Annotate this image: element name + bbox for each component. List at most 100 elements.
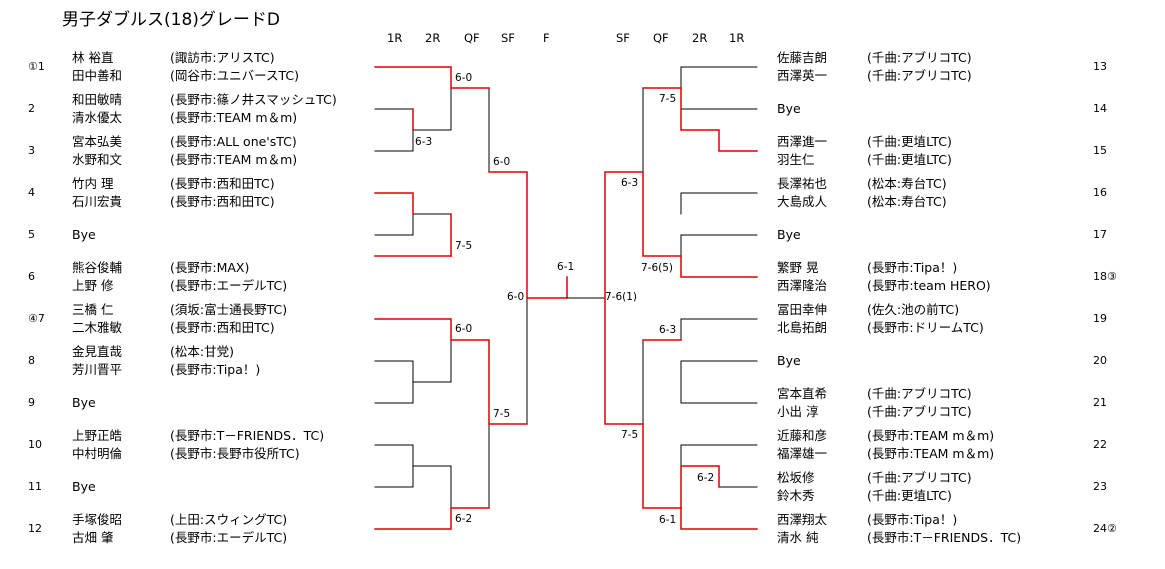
bye-label: Bye <box>777 353 801 368</box>
player-name: 西澤隆治 <box>777 278 828 293</box>
player-club: (長野市:T－FRIENDS．TC) <box>867 530 1022 545</box>
draw-position-right-3: 15 <box>1093 144 1107 157</box>
draw-position-right-8: 20 <box>1093 354 1107 367</box>
round-header-right-1r: 1R <box>729 31 745 45</box>
player-name: 田中善和 <box>72 68 123 83</box>
player-club: (千曲:アブリコTC) <box>867 386 972 401</box>
player-name: 小出 淳 <box>777 404 819 419</box>
bye-label: Bye <box>72 479 96 494</box>
draw-position-right-5: 17 <box>1093 228 1107 241</box>
bracket-lines-right-winner <box>604 87 758 530</box>
player-club: (長野市:西和田TC) <box>170 176 275 191</box>
player-name: 手塚俊昭 <box>72 512 123 527</box>
score-l-qf-c: 6-0 <box>455 323 473 335</box>
round-header-left-qf: QF <box>464 31 480 45</box>
player-club: (長野市:篠ノ井スマッシュTC) <box>170 92 337 107</box>
draw-position-right-2: 14 <box>1093 102 1107 115</box>
player-name: 長澤祐也 <box>777 176 828 191</box>
player-name: 清水優太 <box>72 110 123 125</box>
score-r-qf-d: 6-1 <box>659 514 677 526</box>
player-name: 冨田幸伸 <box>777 302 828 317</box>
bracket-lines-left-plain <box>374 87 528 509</box>
player-name: 上野 修 <box>72 278 114 293</box>
draw-position-left-9: 9 <box>28 396 35 409</box>
player-club: (長野市:ドリームTC) <box>867 320 984 335</box>
player-club: (諏訪市:アリスTC) <box>170 50 275 65</box>
draw-position-right-12: 24② <box>1093 522 1117 535</box>
score-r-sf-2: 7-5 <box>621 429 639 441</box>
draw-position-left-11: 11 <box>28 480 42 493</box>
score-r-qf-b: 7-6(5) <box>641 262 674 274</box>
round-header-left-2r: 2R <box>425 31 441 45</box>
draw-position-right-10: 22 <box>1093 438 1107 451</box>
draw-position-left-1: ①1 <box>28 60 45 73</box>
player-name: 水野和文 <box>72 152 123 167</box>
draw-position-left-5: 5 <box>28 228 35 241</box>
score-l-qf-a: 6-0 <box>455 72 473 84</box>
player-name: 上野正皓 <box>72 428 123 443</box>
player-club: (長野市:Tipa！) <box>867 260 958 275</box>
player-club: (長野市:T－FRIENDS．TC) <box>170 428 325 443</box>
player-club: (長野市:ALL one'sTC) <box>170 134 297 149</box>
player-club: (長野市:TEAM m＆m) <box>170 110 298 125</box>
draw-position-right-4: 16 <box>1093 186 1107 199</box>
draw-position-right-6: 18③ <box>1093 270 1117 283</box>
round-header-left-sf: SF <box>501 31 515 45</box>
player-club: (千曲:アブリコTC) <box>867 68 972 83</box>
player-name: 金見直哉 <box>72 344 123 359</box>
draw-position-left-2: 2 <box>28 102 35 115</box>
player-club: (千曲:更埴LTC) <box>867 134 952 149</box>
player-name: 竹内 理 <box>72 176 114 191</box>
player-name: 大島成人 <box>777 194 828 209</box>
player-name: 石川宏貴 <box>72 194 123 209</box>
bye-label: Bye <box>72 395 96 410</box>
player-club: (須坂:富士通長野TC) <box>170 302 288 317</box>
player-name: 芳川晋平 <box>72 362 123 377</box>
player-name: 熊谷俊輔 <box>72 260 123 275</box>
draw-position-left-10: 10 <box>28 438 42 451</box>
player-name: 佐藤吉朗 <box>777 50 828 65</box>
draw-position-left-7: ④7 <box>28 312 45 325</box>
player-club: (千曲:アブリコTC) <box>867 404 972 419</box>
draw-position-right-11: 23 <box>1093 480 1107 493</box>
draw-position-right-9: 21 <box>1093 396 1107 409</box>
player-name: 近藤和彦 <box>777 428 828 443</box>
player-club: (長野市:MAX) <box>170 260 250 275</box>
player-name: 和田敏晴 <box>72 92 123 107</box>
score-r-qf-c: 6-3 <box>659 324 677 336</box>
player-club: (上田:スウィングTC) <box>170 512 288 527</box>
bracket-lines-left-winner <box>374 66 568 530</box>
score-l-f: 6-0 <box>507 291 525 303</box>
player-club: (千曲:アブリコTC) <box>867 50 972 65</box>
player-name: 北島拓朗 <box>777 320 828 335</box>
player-name: 林 裕直 <box>72 50 114 65</box>
player-name: 二木雅敏 <box>72 320 123 335</box>
player-name: 西澤翔太 <box>777 512 828 527</box>
player-name: 羽生仁 <box>777 152 815 167</box>
bye-label: Bye <box>72 227 96 242</box>
score-l-qf-b: 7-5 <box>455 240 473 252</box>
round-header-right-2r: 2R <box>692 31 708 45</box>
page-title: 男子ダブルス(18)グレードD <box>62 10 280 30</box>
player-club: (長野市:Tipa！) <box>170 362 261 377</box>
round-header-final: F <box>543 31 550 45</box>
player-name: 古畑 肇 <box>72 530 114 545</box>
player-club: (長野市:西和田TC) <box>170 194 275 209</box>
round-header-right-sf: SF <box>616 31 630 45</box>
player-club: (千曲:更埴LTC) <box>867 488 952 503</box>
player-club: (松本:甘党) <box>170 344 234 359</box>
player-name: 西澤英一 <box>777 68 828 83</box>
draw-position-left-6: 6 <box>28 270 35 283</box>
draw-position-left-12: 12 <box>28 522 42 535</box>
draw-position-right-1: 13 <box>1093 60 1107 73</box>
score-l-qf-d: 6-2 <box>455 513 473 525</box>
player-name: 三橋 仁 <box>72 302 114 317</box>
round-header-left-1r: 1R <box>387 31 403 45</box>
draw-position-left-8: 8 <box>28 354 35 367</box>
player-club: (長野市:TEAM m＆m) <box>170 152 298 167</box>
round-header-right-qf: QF <box>653 31 669 45</box>
player-club: (長野市:長野市役所TC) <box>170 446 300 461</box>
player-name: 鈴木秀 <box>777 488 815 503</box>
player-name: 清水 純 <box>777 530 819 545</box>
